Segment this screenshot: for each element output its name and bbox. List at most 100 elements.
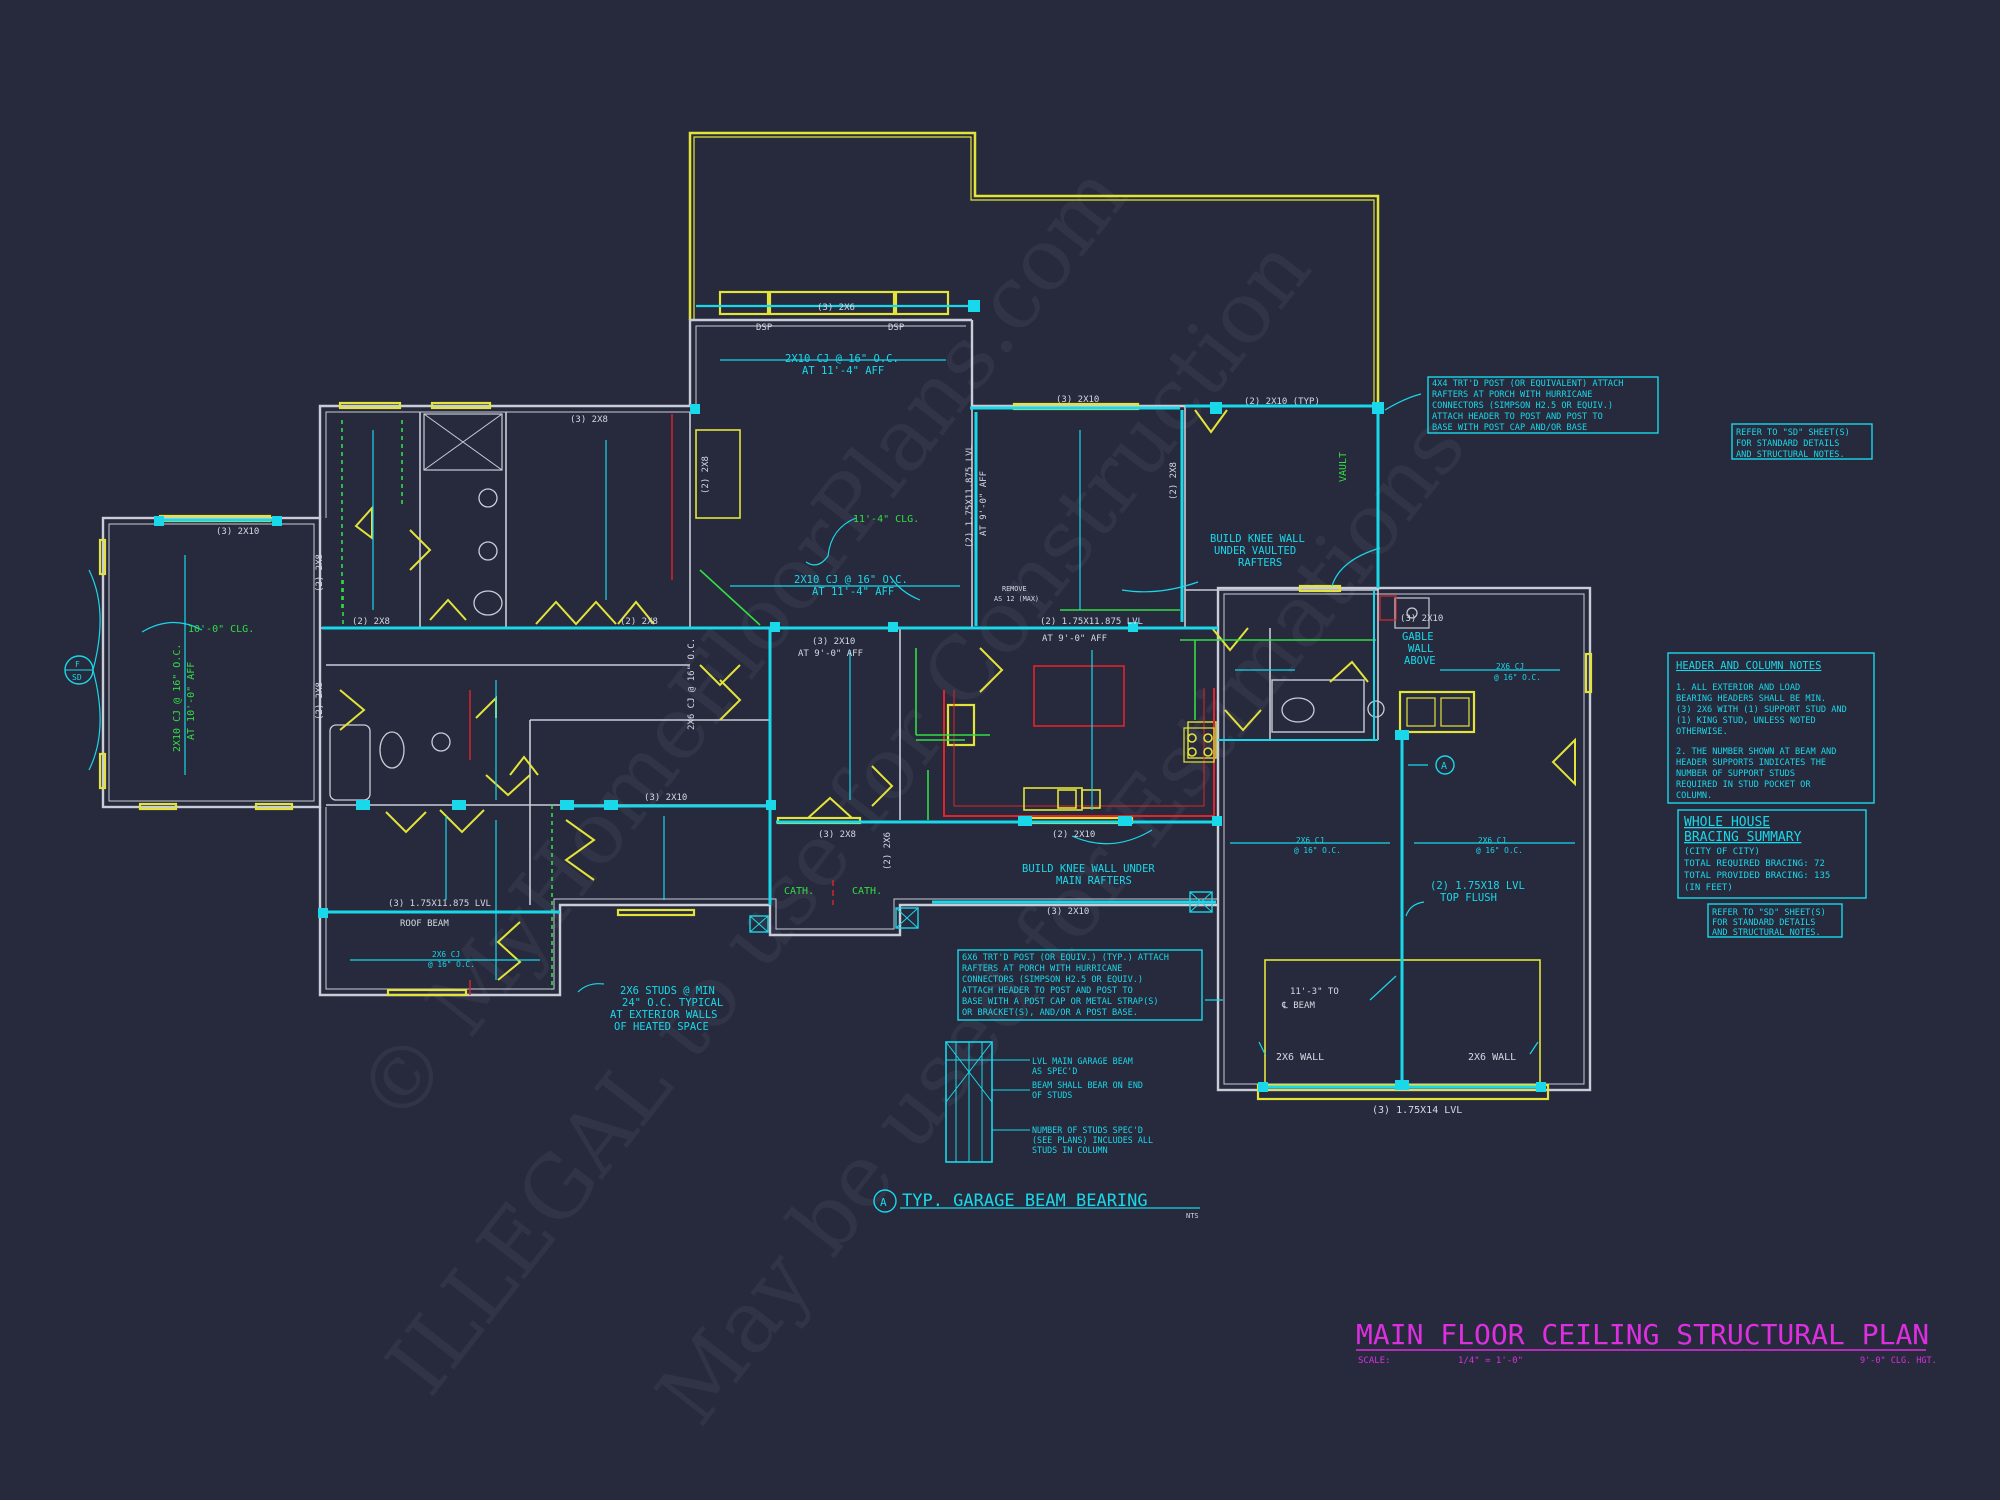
label-hdr-3-2x10-bed2: (3) 2x10 bbox=[644, 793, 687, 803]
label-hdr-3-2x10-left: (3) 2x10 bbox=[216, 527, 259, 537]
label-aff-hall: AT 9'-0" AFF bbox=[798, 649, 863, 659]
header-notes-2d: REQUIRED IN STUD POCKET OR bbox=[1676, 780, 1811, 790]
bracing-line-2: TOTAL REQUIRED BRACING: 72 bbox=[1684, 859, 1825, 869]
plan-labels: (3) 2x6 DSP DSP 2x10 CJ @ 16" O.C. AT 11… bbox=[72, 303, 1850, 1220]
label-hdr-2-2x8-side2: (2) 2x8 bbox=[315, 682, 325, 720]
note-rear-post-2: RAFTERS AT PORCH WITH HURRICANE bbox=[962, 964, 1122, 974]
label-hdr-2-2x8-hall: (2) 2x8 bbox=[352, 617, 390, 627]
label-cj-top-aff: AT 11'-4" AFF bbox=[802, 365, 884, 377]
label-hdr-2-2x8-dinrt: (2) 2x8 bbox=[1169, 462, 1179, 500]
framing-lines bbox=[64, 304, 1875, 1213]
detail-lvl-1: LVL MAIN GARAGE BEAM bbox=[1032, 1056, 1133, 1066]
column-pads bbox=[154, 300, 1546, 1092]
label-hdr-3-lvl-bed: (3) 1.75x11.875 LVL bbox=[388, 899, 491, 909]
label-clg-10-0: 10'-0" CLG. bbox=[188, 624, 254, 635]
note-rear-post-3: CONNECTORS (SIMPSON H2.5 OR EQUIV.) bbox=[962, 975, 1143, 985]
header-notes-title: HEADER AND COLUMN NOTES bbox=[1676, 660, 1821, 672]
header-notes-1d: (1) KING STUD, UNLESS NOTED bbox=[1676, 716, 1816, 726]
detail-nts: NTS bbox=[1186, 1212, 1199, 1220]
label-lvl-garage-door: (3) 1.75x14 LVL bbox=[1372, 1105, 1462, 1116]
label-garage-cj-1a: 2x6 CJ bbox=[1496, 662, 1524, 671]
note-porch-post-2: RAFTERS AT PORCH WITH HURRICANE bbox=[1432, 390, 1592, 400]
label-top-flush: TOP FLUSH bbox=[1440, 892, 1497, 904]
label-cath-1: CATH. bbox=[784, 886, 814, 897]
label-hdr-2-2x10-typ: (2) 2x10 (TYP) bbox=[1244, 397, 1320, 407]
note-studs-3: AT EXTERIOR WALLS bbox=[610, 1009, 717, 1021]
header-notes-2e: COLUMN. bbox=[1676, 791, 1712, 801]
label-cj-mid: 2x10 CJ @ 16" O.C. bbox=[794, 574, 908, 586]
header-notes-2c: NUMBER OF SUPPORT STUDS bbox=[1676, 769, 1795, 779]
label-hdr-3-2x8-bed: (3) 2x8 bbox=[570, 415, 608, 425]
label-lvl-garage-flush: (2) 1.75x18 LVL bbox=[1430, 880, 1525, 892]
section-marker-f: F bbox=[75, 660, 80, 669]
label-cj-left-aff: AT 10'-0" AFF bbox=[186, 662, 197, 740]
detail-bear-2: OF STUDS bbox=[1032, 1090, 1072, 1100]
header-notes-2b: HEADER SUPPORTS INDICATES THE bbox=[1676, 758, 1826, 768]
plan-scale-label: SCALE: bbox=[1358, 1356, 1391, 1366]
range bbox=[1187, 733, 1213, 757]
note-porch-post-1: 4x4 TRT'D POST (OR EQUIVALENT) ATTACH bbox=[1432, 379, 1623, 389]
note-studs-1: 2x6 STUDS @ MIN bbox=[620, 985, 715, 997]
label-garage-cj-2b: @ 16" O.C. bbox=[1294, 846, 1341, 855]
label-hdr-2-2x10-kitch: (2) 2x10 bbox=[1052, 830, 1095, 840]
bracing-title-2: BRACING SUMMARY bbox=[1684, 830, 1802, 845]
label-rafters: (3) 2x6 bbox=[817, 303, 855, 313]
label-aff-dining-v: AT 9'-0" AFF bbox=[979, 471, 989, 536]
label-garage-cj-2a: 2x6 CJ bbox=[1296, 836, 1324, 845]
label-garage-beam-offset: 11'-3" TO bbox=[1290, 987, 1339, 997]
label-garage-beam-cl: ℄ BEAM bbox=[1281, 1001, 1315, 1011]
label-dsp-right: DSP bbox=[888, 323, 905, 333]
header-notes-1e: OTHERWISE. bbox=[1676, 727, 1728, 737]
note-knee-wall-main-1: BUILD KNEE WALL UNDER bbox=[1022, 863, 1155, 875]
note-refer-sd-top-1: REFER TO "SD" SHEET(S) bbox=[1736, 428, 1850, 438]
note-refer-sd-bottom-3: AND STRUCTURAL NOTES. bbox=[1712, 928, 1821, 938]
label-hdr-3-2x8-kitch: (3) 2x8 bbox=[818, 830, 856, 840]
label-pantry-b: AS 12 (MAX) bbox=[994, 595, 1039, 603]
label-dsp-left: DSP bbox=[756, 323, 773, 333]
header-notes-1b: BEARING HEADERS SHALL BE MIN. bbox=[1676, 694, 1826, 704]
label-hdr-2-2x6-k: (2) 2x6 bbox=[883, 832, 893, 870]
label-roof-beam-cj-b: @ 16" O.C. bbox=[428, 960, 475, 969]
label-hdr-3-2x10-bedr: (3) 2x10 bbox=[1056, 395, 1099, 405]
detail-studs-1: NUMBER OF STUDS SPEC'D bbox=[1032, 1125, 1143, 1135]
label-cj-hall-v: 2x6 CJ @ 16" O.C. bbox=[687, 638, 697, 730]
kitchen-fixtures bbox=[1023, 727, 1215, 811]
detail-lvl-2: AS SPEC'D bbox=[1032, 1066, 1077, 1076]
note-gable-wall-3: ABOVE bbox=[1404, 655, 1436, 667]
note-porch-post-4: ATTACH HEADER TO POST AND POST TO bbox=[1432, 412, 1603, 422]
note-rear-post-1: 6x6 TRT'D POST (OR EQUIV.) (TYP.) ATTACH bbox=[962, 953, 1169, 963]
label-vault: VAULT bbox=[1338, 452, 1349, 482]
detail-studs-2: (SEE PLANS) INCLUDES ALL bbox=[1032, 1135, 1153, 1145]
detail-title: TYP. GARAGE BEAM BEARING bbox=[902, 1191, 1148, 1211]
plan-ceiling-height: 9'-0" CLG. HGT. bbox=[1860, 1356, 1937, 1366]
label-garage-cj-3a: 2x6 CJ bbox=[1478, 836, 1506, 845]
header-notes-1a: 1. ALL EXTERIOR AND LOAD bbox=[1676, 683, 1800, 693]
label-garage-cj-3b: @ 16" O.C. bbox=[1476, 846, 1523, 855]
label-hdr-2-2x8-bath: (2) 2x8 bbox=[620, 617, 658, 627]
header-notes-1c: (3) 2x6 WITH (1) SUPPORT STUD AND bbox=[1676, 705, 1847, 715]
note-knee-wall-vault-2: UNDER VAULTED bbox=[1214, 545, 1296, 557]
callout-a: A bbox=[1441, 761, 1447, 772]
label-garage-cj-1b: @ 16" O.C. bbox=[1494, 673, 1541, 682]
note-rear-post-6: OR BRACKET(S), AND/OR A POST BASE. bbox=[962, 1008, 1138, 1018]
rear-porch-outline bbox=[688, 131, 1380, 406]
label-roof-beam-cj-a: 2x6 CJ bbox=[432, 950, 460, 959]
note-studs-4: OF HEATED SPACE bbox=[614, 1021, 709, 1033]
detail-bear-1: BEAM SHALL BEAR ON END bbox=[1032, 1080, 1143, 1090]
note-knee-wall-vault-1: BUILD KNEE WALL bbox=[1210, 533, 1305, 545]
detail-studs-3: STUDS IN COLUMN bbox=[1032, 1145, 1108, 1155]
bracing-line-1: (CITY OF CITY) bbox=[1684, 847, 1760, 857]
section-marker-sd: SD bbox=[72, 673, 82, 682]
note-studs-2: 24" O.C. TYPICAL bbox=[622, 997, 723, 1009]
note-porch-post-5: BASE WITH POST CAP AND/OR BASE bbox=[1432, 423, 1587, 433]
header-notes-2a: 2. THE NUMBER SHOWN AT BEAM AND bbox=[1676, 747, 1836, 757]
label-pantry-a: REMOVE bbox=[1002, 585, 1027, 593]
label-hdr-3-2x10-hall: (3) 2x10 bbox=[812, 637, 855, 647]
label-clg-11-4: 11'-4" CLG. bbox=[853, 514, 919, 525]
label-lvl-dining-v: (2) 1.75x11.875 LVL bbox=[965, 445, 975, 548]
note-refer-sd-top-3: AND STRUCTURAL NOTES. bbox=[1736, 450, 1845, 460]
label-aff-dining-h: AT 9'-0" AFF bbox=[1042, 634, 1107, 644]
label-cj-left: 2x10 CJ @ 16" O.C. bbox=[172, 644, 183, 752]
